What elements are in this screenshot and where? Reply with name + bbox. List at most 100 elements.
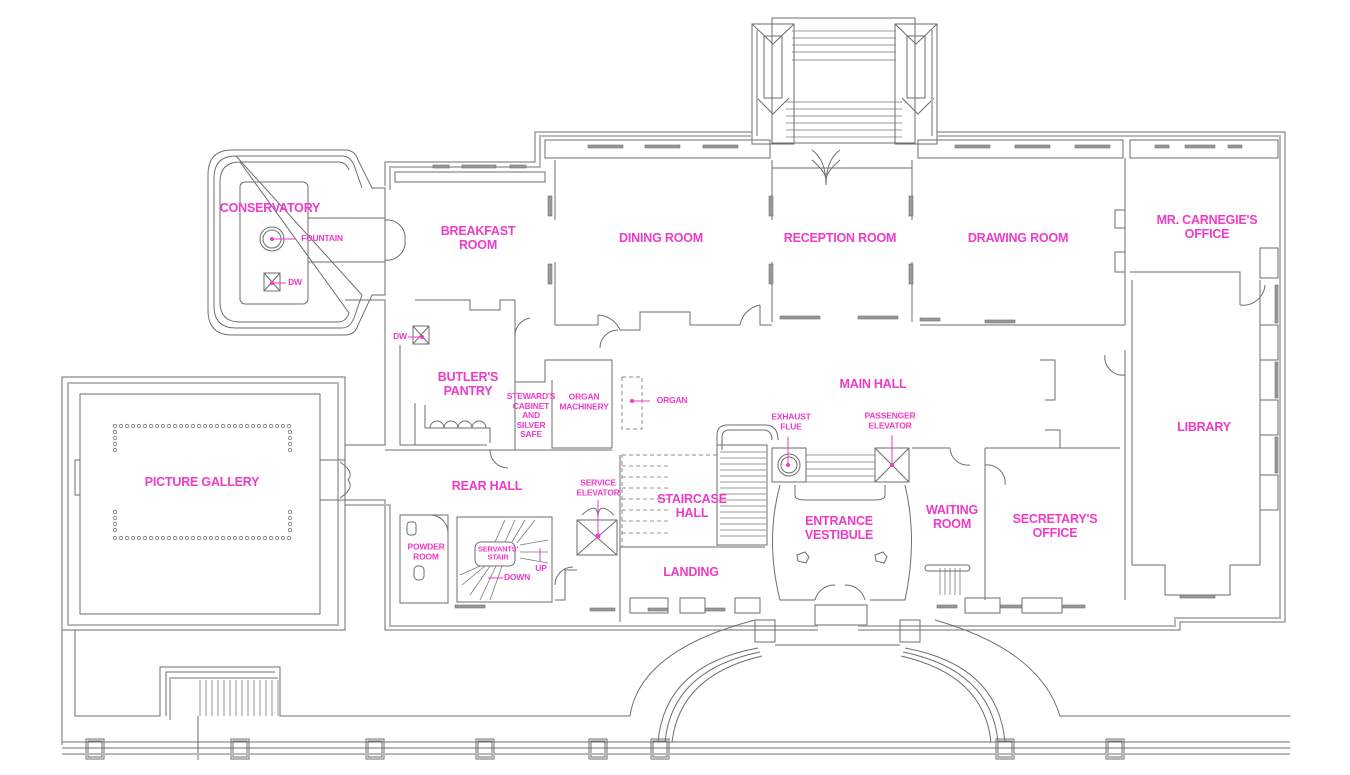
balustrade-post-inner xyxy=(87,740,103,758)
column xyxy=(112,509,118,515)
column xyxy=(268,423,274,429)
label-line: LIBRARY xyxy=(1177,420,1231,434)
column xyxy=(250,535,256,541)
label-line: WAITING xyxy=(925,503,979,517)
column xyxy=(124,535,130,541)
room-label-picture-gallery: PICTURE GALLERY xyxy=(145,475,260,489)
label-line: FOUNTAIN xyxy=(301,233,343,244)
column xyxy=(166,423,172,429)
label-line: CONSERVATORY xyxy=(219,201,321,215)
balustrade-post xyxy=(1105,738,1125,760)
column xyxy=(112,429,118,435)
column xyxy=(202,535,208,541)
column xyxy=(112,527,118,533)
balustrade-post-inner xyxy=(477,740,493,758)
column xyxy=(287,527,293,533)
balustrade-post-inner xyxy=(232,740,248,758)
label-line: CABINET xyxy=(512,400,550,411)
balustrade xyxy=(85,738,1125,760)
column xyxy=(286,423,292,429)
label-line: ROOM xyxy=(413,551,439,561)
north-suite-partitions xyxy=(547,149,1266,331)
column xyxy=(160,423,166,429)
column xyxy=(287,435,293,441)
label-line: DW xyxy=(393,331,407,342)
column xyxy=(208,535,214,541)
column xyxy=(244,535,250,541)
column xyxy=(178,535,184,541)
label-line: BREAKFAST xyxy=(440,224,516,238)
column xyxy=(208,423,214,429)
label-line: DW xyxy=(288,277,302,288)
staircase-hall-structure xyxy=(619,424,779,622)
room-label-conservatory: CONSERVATORY xyxy=(219,201,321,215)
room-label-servants-stair: SERVANTS'STAIR xyxy=(478,545,518,563)
column xyxy=(130,535,136,541)
label-line: DINING ROOM xyxy=(619,231,703,245)
column xyxy=(244,423,250,429)
balustrade-post-inner xyxy=(997,740,1013,758)
rear-hall-structure xyxy=(385,449,618,604)
column xyxy=(280,535,286,541)
balustrade-post xyxy=(588,738,608,760)
label-line: STAIR xyxy=(487,553,509,562)
column xyxy=(280,423,286,429)
label-line: DOWN xyxy=(503,572,531,583)
column xyxy=(118,423,124,429)
room-label-main-hall: MAIN HALL xyxy=(840,377,907,391)
column xyxy=(148,423,154,429)
label-line: ELEVATOR xyxy=(576,487,620,497)
column xyxy=(274,423,280,429)
column xyxy=(268,535,274,541)
column xyxy=(220,423,226,429)
column xyxy=(287,441,293,447)
column xyxy=(184,423,190,429)
column xyxy=(220,535,226,541)
label-line: ORGAN xyxy=(656,395,688,406)
column xyxy=(232,423,238,429)
label-line: OFFICE xyxy=(1032,526,1078,540)
label-line: EXHAUST xyxy=(771,411,811,422)
label-line: VESTIBULE xyxy=(804,528,874,542)
label-line: ENTRANCE xyxy=(805,514,873,528)
column xyxy=(256,535,262,541)
callout-dw-conservatory: DW xyxy=(288,278,302,288)
label-line: ROOM xyxy=(932,517,972,531)
room-label-rear-hall: REAR HALL xyxy=(451,479,523,493)
column xyxy=(286,535,292,541)
column xyxy=(287,509,293,515)
column xyxy=(238,535,244,541)
label-line: STAIRCASE xyxy=(657,492,727,506)
colonnade xyxy=(112,423,293,541)
terrace-steps xyxy=(199,680,279,716)
conservatory-structure xyxy=(207,149,406,336)
service-wing xyxy=(399,299,643,469)
label-line: UP xyxy=(535,563,547,574)
column xyxy=(184,535,190,541)
label-line: REAR HALL xyxy=(451,479,523,493)
column xyxy=(262,423,268,429)
north-portico xyxy=(751,17,938,145)
east-offices-structure xyxy=(912,350,1126,600)
column xyxy=(287,521,293,527)
callout-organ: ORGAN xyxy=(657,396,688,406)
room-label-landing: LANDING xyxy=(663,565,719,579)
column xyxy=(287,515,293,521)
balustrade-post-inner xyxy=(367,740,383,758)
balustrade-post-inner xyxy=(652,740,668,758)
main-stair-treads xyxy=(720,451,766,537)
exterior-walls xyxy=(345,131,1286,631)
column xyxy=(256,423,262,429)
callout-stair-up: UP xyxy=(535,563,547,574)
vestibule-structure xyxy=(771,447,912,626)
column xyxy=(196,423,202,429)
label-line: SERVICE xyxy=(580,477,616,488)
